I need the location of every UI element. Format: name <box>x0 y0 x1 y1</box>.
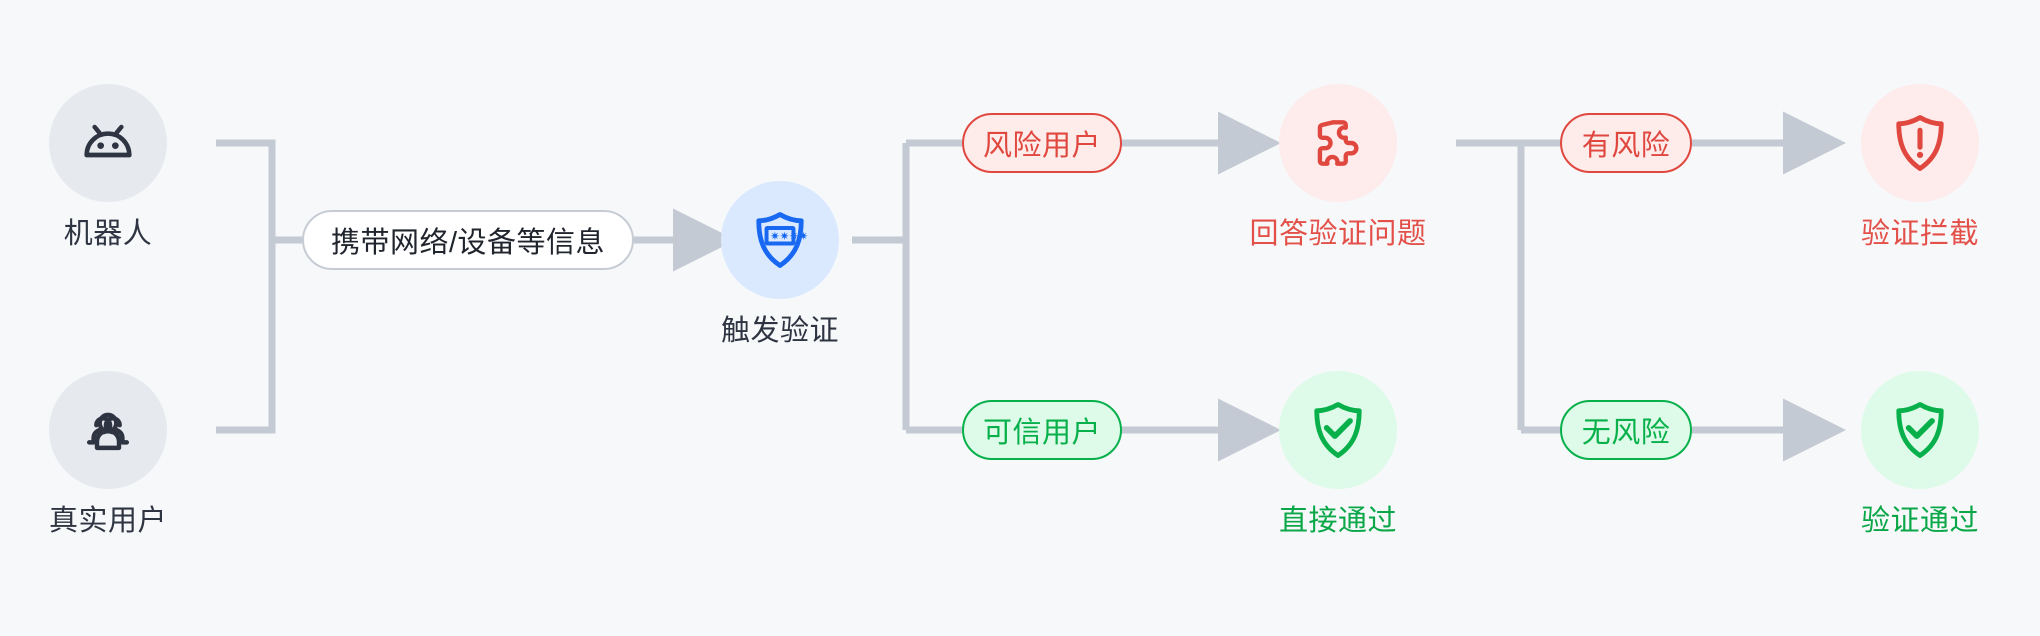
pill-trusted-user[interactable]: 可信用户 <box>962 400 1122 460</box>
verify-passed-label: 验证通过 <box>1860 505 1979 537</box>
verify-passed-bubble <box>1861 371 1979 489</box>
node-bot[interactable]: 机器人 <box>0 84 228 251</box>
node-verify-passed[interactable]: 验证通过 <box>1800 371 2040 538</box>
shield-check-icon <box>1896 402 1944 458</box>
trigger-verify-bubble: ✷✷✷✷ <box>721 181 839 299</box>
node-answer-challenge[interactable]: 回答验证问题 <box>1218 84 1458 251</box>
puzzle-piece-icon <box>1317 120 1359 166</box>
shield-alert-icon <box>1896 115 1944 171</box>
pill-risky-user[interactable]: 风险用户 <box>962 113 1122 173</box>
android-robot-icon <box>84 124 132 158</box>
pass-directly-label: 直接通过 <box>1278 505 1397 537</box>
node-verify-blocked[interactable]: 验证拦截 <box>1800 84 2040 251</box>
node-trigger-verify[interactable]: ✷✷✷✷ 触发验证 <box>660 181 900 348</box>
answer-challenge-bubble <box>1279 84 1397 202</box>
pill-has-risk[interactable]: 有风险 <box>1560 113 1692 173</box>
pill-has-risk-label: 有风险 <box>1581 130 1671 162</box>
pill-collect-info-label: 携带网络/设备等信息 <box>330 227 606 259</box>
real-user-bubble <box>49 371 167 489</box>
svg-text:✷✷✷✷: ✷✷✷✷ <box>770 231 808 243</box>
pill-trusted-user-label: 可信用户 <box>982 417 1101 449</box>
shield-check-icon <box>1314 402 1362 458</box>
node-pass-directly[interactable]: 直接通过 <box>1218 371 1458 538</box>
verify-blocked-label: 验证拦截 <box>1860 218 1979 250</box>
pill-collect-info[interactable]: 携带网络/设备等信息 <box>302 210 634 270</box>
answer-challenge-label: 回答验证问题 <box>1249 218 1427 250</box>
shield-password-icon: ✷✷✷✷ <box>756 212 808 268</box>
node-real-user[interactable]: 真实用户 <box>0 371 228 538</box>
bot-label: 机器人 <box>63 218 153 250</box>
verify-blocked-bubble <box>1861 84 1979 202</box>
pass-directly-bubble <box>1279 371 1397 489</box>
pill-risky-user-label: 风险用户 <box>982 130 1101 162</box>
pill-no-risk-label: 无风险 <box>1581 417 1671 449</box>
bot-bubble <box>49 84 167 202</box>
real-user-label: 真实用户 <box>48 505 167 537</box>
trigger-verify-label: 触发验证 <box>720 315 839 347</box>
pill-no-risk[interactable]: 无风险 <box>1560 400 1692 460</box>
group-people-icon <box>86 412 130 451</box>
